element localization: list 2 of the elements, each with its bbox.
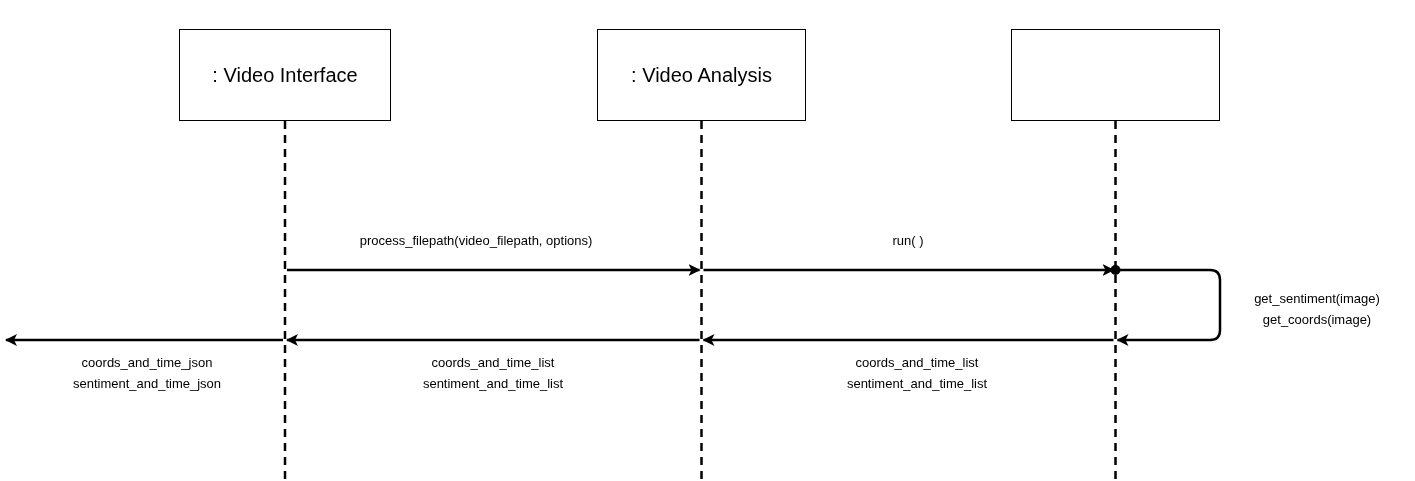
lifeline-box: : Video Analysis [597, 29, 806, 121]
lifeline-box: : Video Interface [179, 29, 391, 121]
